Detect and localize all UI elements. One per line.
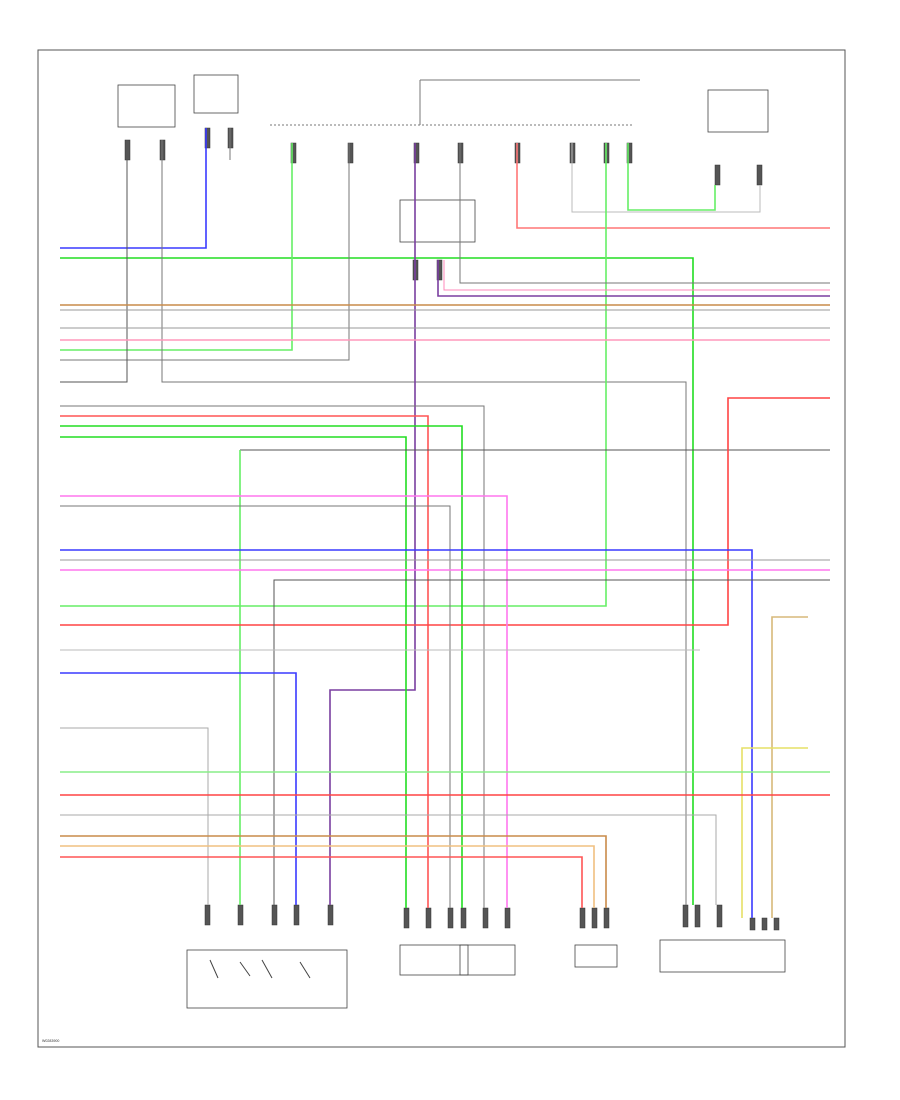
- bottom-components: [186, 939, 786, 1009]
- component-box-bottom-2b: [459, 944, 516, 976]
- wire-blue-673: [60, 672, 297, 905]
- wire-green-top-right: [627, 143, 716, 211]
- wire-pink: [60, 495, 508, 908]
- component-box-bottom-4: [659, 939, 786, 973]
- wire-purple-2: [437, 260, 830, 297]
- diagram-id: W0283900: [42, 1039, 59, 1043]
- wire-dark-580: [273, 579, 830, 905]
- wire-green-2: [60, 143, 293, 351]
- wires: [60, 128, 830, 918]
- diagram-frame: [37, 49, 846, 1048]
- connector: [603, 907, 610, 929]
- connector: [204, 127, 211, 149]
- wire-gray: [60, 143, 350, 361]
- connector: [460, 907, 467, 929]
- connector: [425, 907, 432, 929]
- connector: [761, 917, 768, 931]
- connector: [756, 164, 763, 186]
- connector: [293, 904, 300, 926]
- connector: [716, 904, 723, 928]
- connector: [682, 904, 689, 928]
- wire-blue: [60, 128, 207, 249]
- wire-gray-815: [60, 814, 717, 905]
- connector: [504, 907, 511, 929]
- connector: [447, 907, 454, 929]
- connector: [237, 904, 244, 926]
- component-box-bottom-1: [186, 949, 348, 1009]
- connector: [327, 904, 334, 926]
- component-box-8: [707, 89, 769, 133]
- wire-dark: [60, 140, 128, 383]
- wire-gray-top-right: [571, 143, 761, 213]
- wire-red-857: [60, 856, 583, 908]
- switch-symbols: [209, 959, 311, 979]
- wire-green-long: [60, 143, 607, 607]
- component-box-bottom-2: [399, 944, 469, 976]
- wire-gray-506: [60, 505, 451, 908]
- connector: [749, 917, 756, 931]
- connector: [436, 259, 443, 281]
- connector: [714, 164, 721, 186]
- connector: [579, 907, 586, 929]
- wire-green-mid2: [60, 436, 407, 908]
- component-box-bottom-3: [574, 944, 618, 968]
- connector: [591, 907, 598, 929]
- wire-yellow: [741, 747, 808, 918]
- wire-brown-836: [60, 835, 607, 908]
- connectors: [124, 127, 780, 931]
- component-box-2: [193, 74, 239, 114]
- wire-pink-thin: [443, 260, 830, 291]
- wire-red-mid: [60, 415, 429, 908]
- wire-orange-846: [60, 845, 595, 908]
- connector: [626, 142, 633, 164]
- wire-gray-mid: [459, 143, 830, 284]
- wire-red-top: [516, 143, 830, 229]
- connector: [204, 904, 211, 926]
- connector: [694, 904, 701, 928]
- connector: [482, 907, 489, 929]
- component-box-mid: [399, 199, 476, 243]
- wire-green: [60, 257, 694, 905]
- connector: [271, 904, 278, 926]
- wire-gray-728: [60, 727, 209, 905]
- wire-tan: [771, 616, 808, 918]
- connector: [290, 142, 297, 164]
- connector: [403, 907, 410, 929]
- connector: [773, 917, 780, 931]
- connector: [413, 142, 420, 164]
- component-box-1: [117, 84, 176, 128]
- top-components: [117, 74, 769, 243]
- connector: [347, 142, 354, 164]
- wire-green-mid: [60, 425, 463, 908]
- wire-gray-mid2: [60, 405, 485, 908]
- wire-gray-2: [161, 140, 687, 905]
- wire-red-right: [60, 397, 830, 626]
